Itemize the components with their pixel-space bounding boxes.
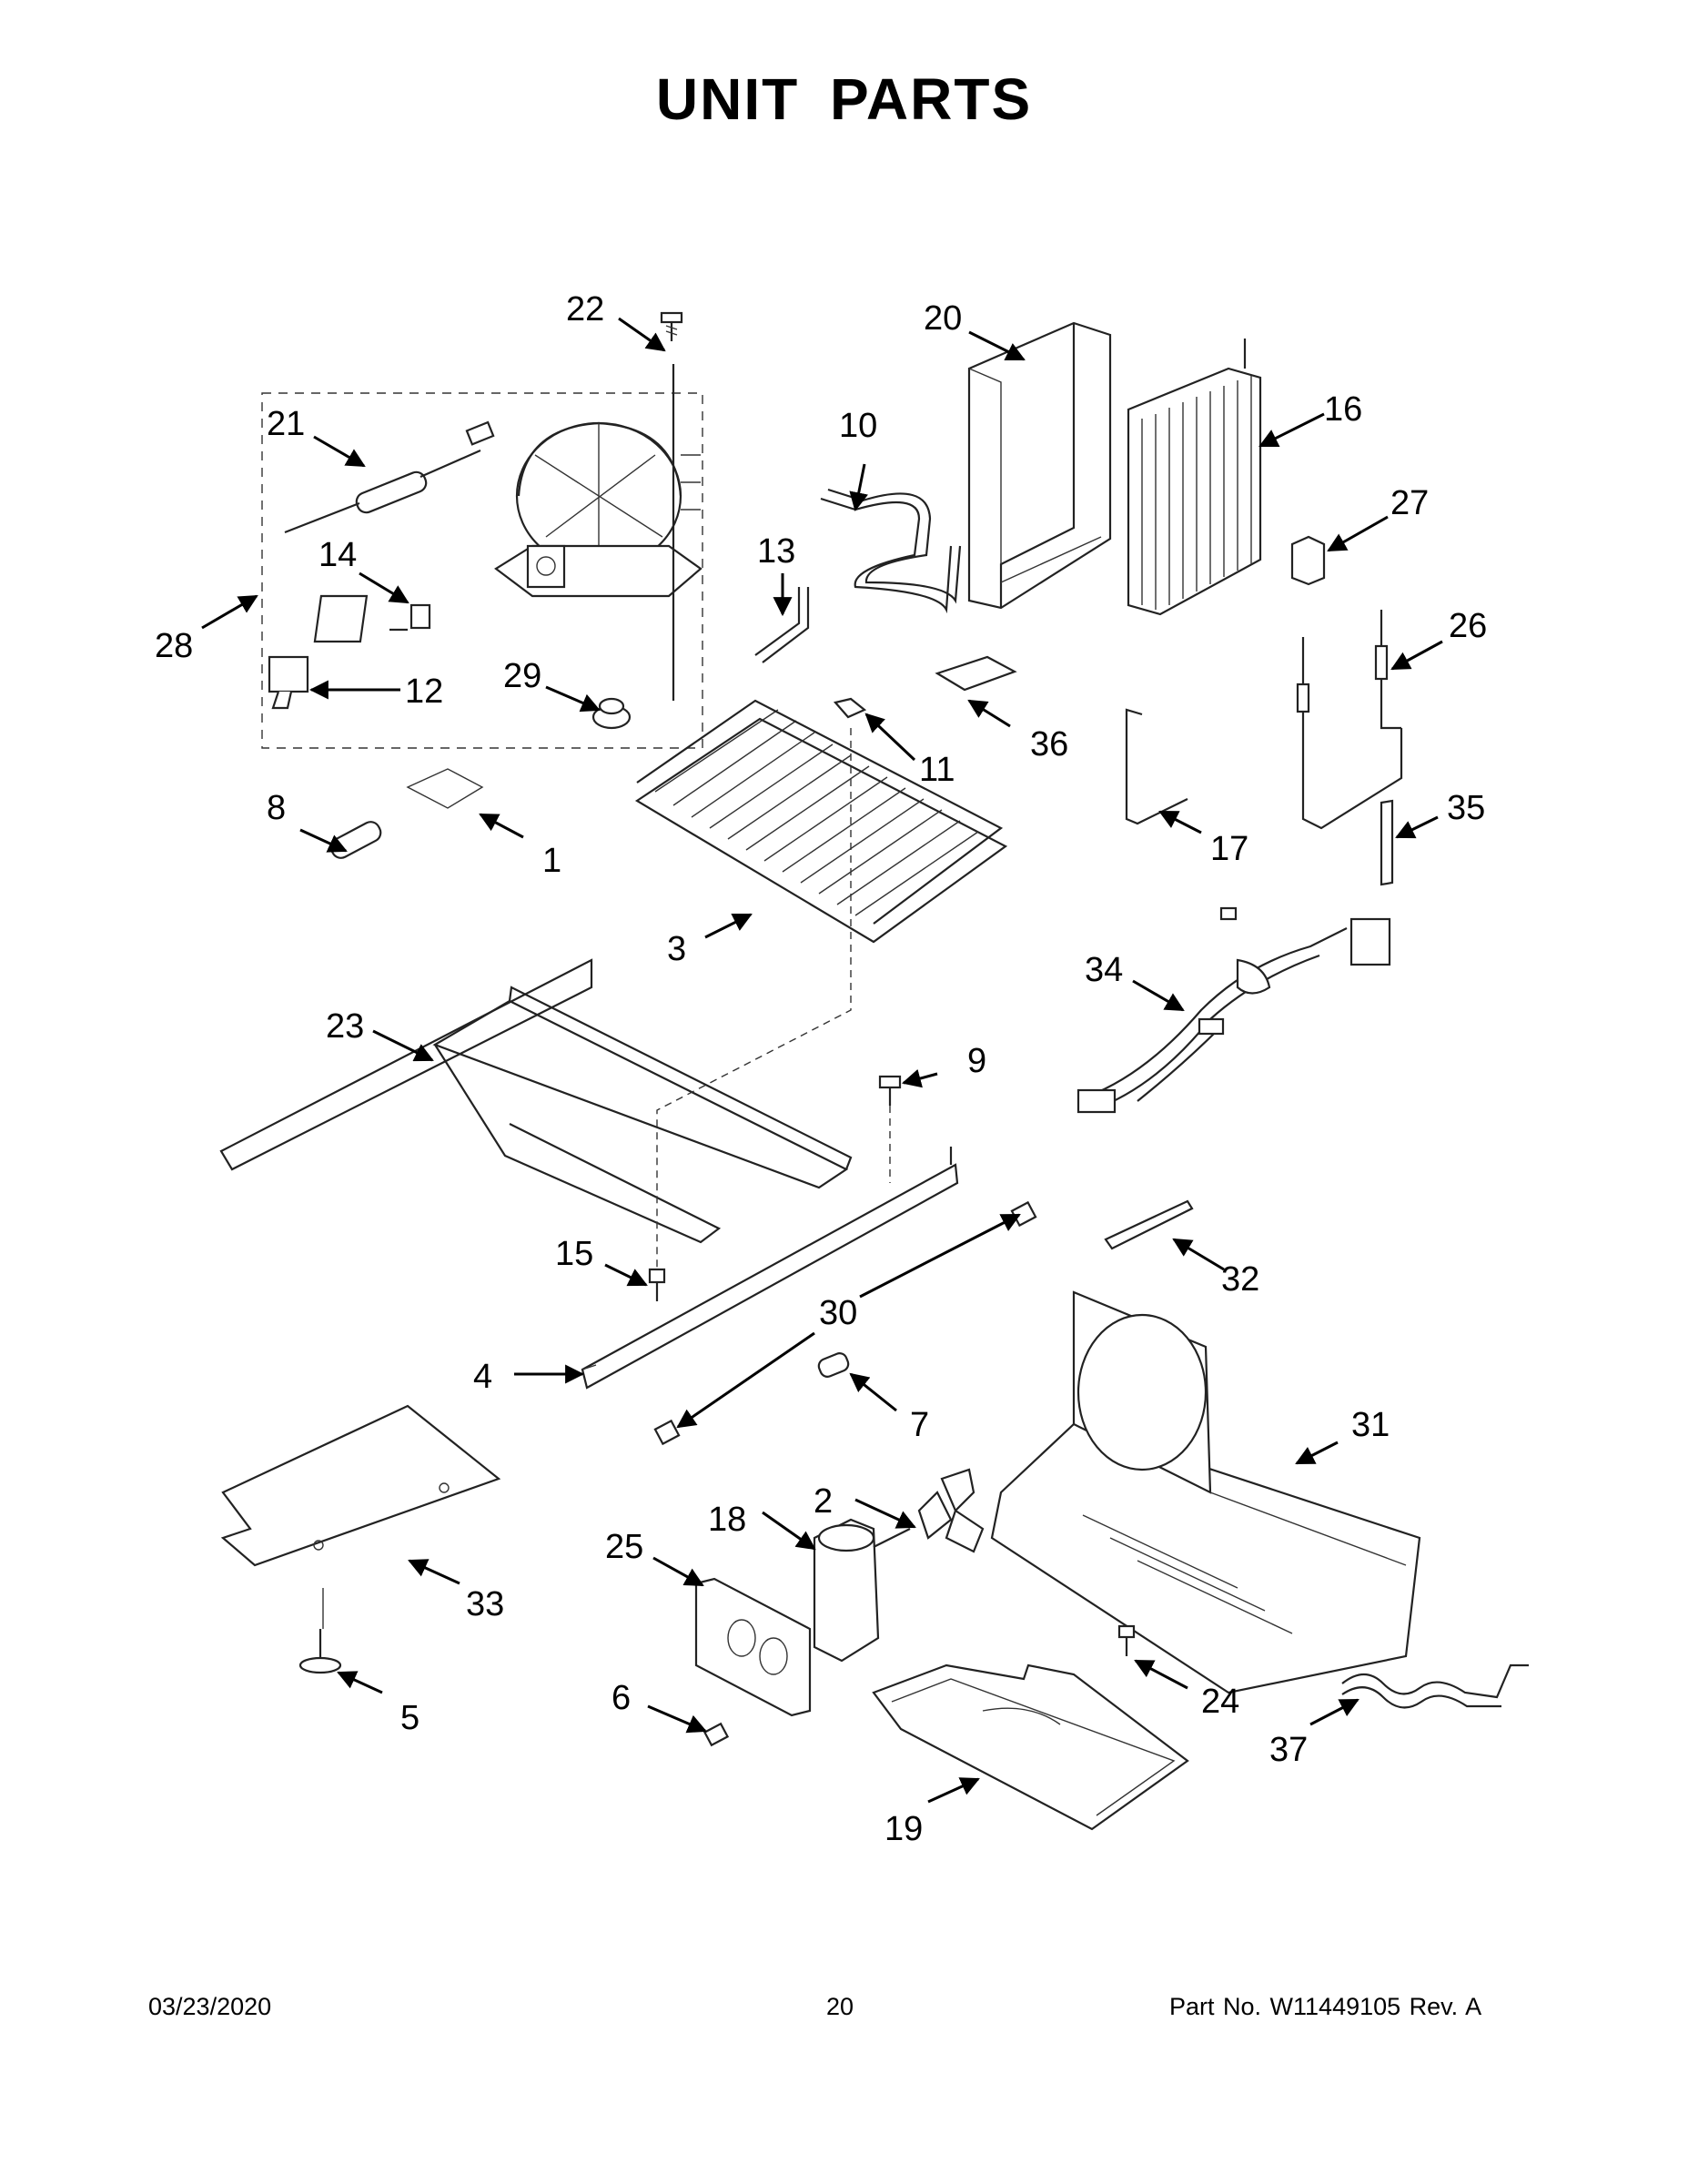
part-37-heater	[1341, 1663, 1529, 1709]
part-6-screw	[702, 1722, 730, 1747]
callout-20: 20	[924, 299, 962, 338]
part-24-screw	[1117, 1624, 1136, 1656]
part-8-tube	[329, 821, 382, 859]
callout-12: 12	[405, 672, 443, 711]
part-7-bushing	[817, 1352, 850, 1378]
part-17-bracket	[1125, 708, 1188, 825]
callout-27: 27	[1390, 484, 1429, 522]
callout-13: 13	[757, 532, 795, 571]
callout-arrows	[201, 317, 1443, 1804]
callout-6: 6	[612, 1679, 631, 1717]
callout-30: 30	[819, 1294, 857, 1332]
part-22-screw	[660, 311, 683, 341]
part-19-drain-pan	[872, 1663, 1189, 1831]
callout-17: 17	[1210, 830, 1248, 868]
part-23-frame	[219, 958, 853, 1244]
footer-page-number: 20	[826, 1993, 854, 2020]
callout-15: 15	[555, 1235, 593, 1273]
part-29-grommet	[591, 697, 632, 730]
callout-4: 4	[473, 1358, 492, 1396]
part-20-shroud	[967, 321, 1112, 610]
part-31-fan-housing	[990, 1290, 1421, 1694]
callout-21: 21	[267, 405, 305, 443]
part-21-drier	[284, 420, 495, 534]
callout-25: 25	[605, 1528, 643, 1566]
callout-23: 23	[326, 1007, 364, 1046]
part-25-bracket	[694, 1577, 812, 1717]
part-14-relay	[313, 594, 431, 643]
compressor	[494, 364, 702, 701]
callout-35: 35	[1447, 789, 1485, 827]
part-12-capacitor	[268, 655, 309, 710]
part-18-fan-motor	[813, 1518, 911, 1663]
part-16-condenser	[1127, 339, 1262, 616]
part-2-fan-blade	[917, 1468, 985, 1553]
callout-10: 10	[839, 407, 877, 445]
part-34-harness	[1076, 906, 1391, 1114]
callout-2: 2	[814, 1482, 833, 1521]
callout-37: 37	[1269, 1731, 1308, 1769]
callout-9: 9	[967, 1042, 986, 1080]
callout-1: 1	[542, 842, 561, 880]
part-35-strap	[1380, 799, 1394, 886]
callout-33: 33	[466, 1585, 504, 1623]
callout-28: 28	[155, 627, 193, 665]
callout-14: 14	[318, 536, 357, 574]
callout-8: 8	[267, 789, 286, 827]
callout-26: 26	[1449, 607, 1487, 645]
callout-5: 5	[400, 1699, 419, 1737]
callout-22: 22	[566, 290, 604, 329]
part-11-clip	[833, 697, 867, 719]
callout-36: 36	[1030, 725, 1068, 763]
callout-11: 11	[919, 751, 955, 789]
callout-16: 16	[1324, 390, 1362, 429]
callout-3: 3	[667, 930, 686, 968]
part-10-tube	[820, 488, 962, 614]
part-26-tube	[1296, 610, 1403, 830]
callout-labels: 1 2 3 4 5 6 7 8 9 10 11 12 13 14 15 16 1…	[155, 290, 1487, 1848]
footer-part-number: Part No. W11449105 Rev. A	[1169, 1993, 1482, 2020]
compressor-group-box	[261, 392, 703, 749]
callout-7: 7	[910, 1406, 929, 1444]
callout-34: 34	[1085, 951, 1123, 989]
callout-24: 24	[1201, 1683, 1239, 1721]
part-1-cover	[406, 768, 484, 809]
part-13-tube	[754, 587, 810, 663]
part-4-rail	[581, 1147, 959, 1390]
part-5-leveler	[298, 1629, 342, 1674]
part-3-evaporator	[634, 699, 1008, 944]
page-title: UNIT PARTS	[655, 66, 1033, 132]
part-36-pad	[935, 655, 1017, 692]
part-33-cover	[220, 1404, 501, 1629]
callout-32: 32	[1221, 1260, 1259, 1299]
callout-18: 18	[708, 1501, 746, 1539]
part-9-screw	[878, 1075, 902, 1106]
footer-date: 03/23/2020	[148, 1993, 272, 2020]
callout-31: 31	[1351, 1406, 1390, 1444]
part-27-clip	[1290, 535, 1326, 586]
part-15-screw	[648, 1268, 666, 1301]
callout-29: 29	[503, 657, 541, 695]
callout-19: 19	[884, 1810, 923, 1848]
part-32-tie	[1104, 1199, 1194, 1250]
